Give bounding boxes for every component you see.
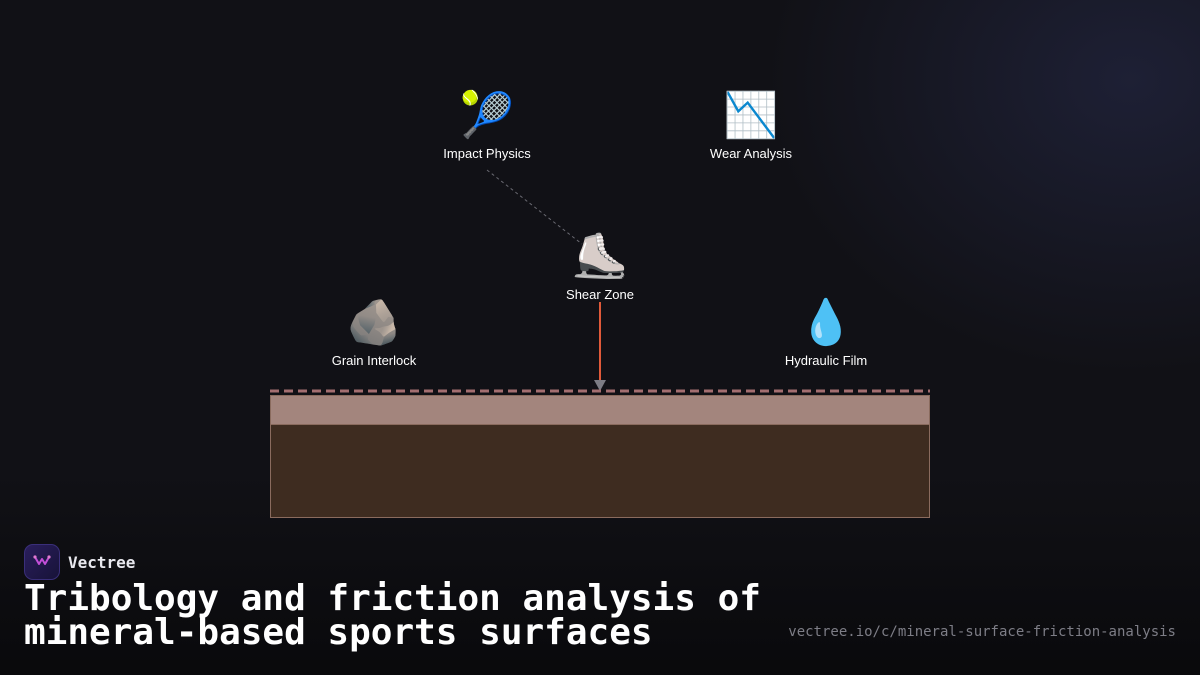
node-hydraulic-film: 💧 Hydraulic Film bbox=[785, 297, 867, 368]
node-label: Hydraulic Film bbox=[784, 353, 868, 368]
node-shear-zone: ⛸️ Shear Zone bbox=[566, 231, 634, 302]
node-label: Grain Interlock bbox=[331, 353, 417, 368]
chart-decreasing-icon: 📉 bbox=[723, 91, 779, 140]
node-label: Impact Physics bbox=[443, 146, 531, 161]
surface-base-layer bbox=[270, 424, 930, 518]
node-grain-interlock: 🪨 Grain Interlock bbox=[332, 297, 417, 368]
surface-top-layer bbox=[270, 395, 930, 425]
impact-shear-connector bbox=[486, 169, 583, 245]
page-title: Tribology and friction analysis of miner… bbox=[24, 578, 761, 653]
brand-name: Vectree bbox=[68, 552, 136, 572]
node-impact-physics: 🎾 Impact Physics bbox=[443, 90, 530, 161]
droplet-icon: 💧 bbox=[798, 298, 854, 347]
vectree-logo-icon bbox=[24, 544, 60, 580]
node-label: Shear Zone bbox=[566, 287, 634, 302]
node-label: Wear Analysis bbox=[709, 146, 793, 161]
source-url[interactable]: vectree.io/c/mineral-surface-friction-an… bbox=[788, 624, 1176, 640]
tennis-racket-icon: 🎾 bbox=[459, 91, 515, 140]
node-wear-analysis: 📉 Wear Analysis bbox=[710, 90, 792, 161]
brand[interactable]: Vectree bbox=[24, 544, 135, 580]
ice-skate-icon: ⛸️ bbox=[572, 232, 628, 281]
force-arrow-head bbox=[594, 380, 606, 391]
rock-icon: 🪨 bbox=[346, 298, 402, 347]
